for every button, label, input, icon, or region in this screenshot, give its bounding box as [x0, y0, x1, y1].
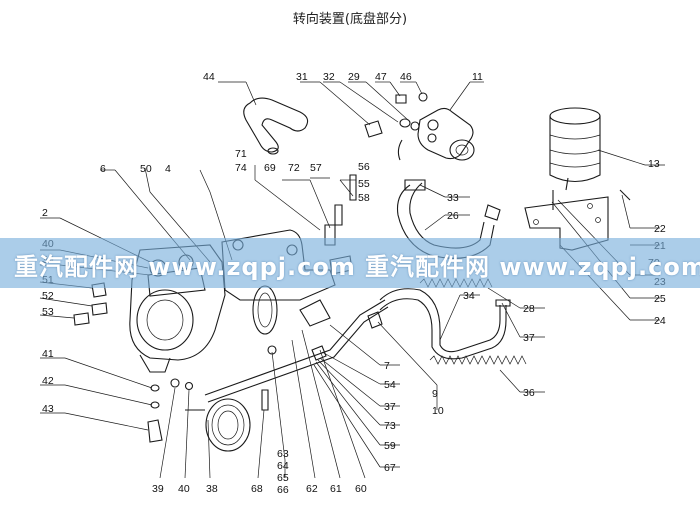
part-label: 54 — [384, 379, 396, 391]
part-label: 63 — [277, 448, 289, 460]
page-title: 转向装置(底盘部分) — [292, 12, 408, 27]
part-label: 32 — [323, 71, 335, 83]
part-label: 56 — [358, 161, 370, 173]
reservoir-13 — [549, 107, 601, 191]
part-label: 61 — [330, 483, 342, 495]
part-label: 47 — [375, 71, 387, 83]
part-label: 43 — [42, 403, 54, 415]
watermark-text-right: 重汽配件网 www.zqpj.com — [365, 253, 700, 281]
part-label: 58 — [358, 192, 370, 204]
part-label: 29 — [348, 71, 360, 83]
part-label: 25 — [654, 293, 666, 305]
part-label: 2 — [42, 207, 48, 219]
part-label: 22 — [654, 223, 666, 235]
part-label: 50 — [140, 163, 152, 175]
part-label: 46 — [400, 71, 412, 83]
part-label: 37 — [384, 401, 396, 413]
part-label: 67 — [384, 462, 396, 474]
part-label: 36 — [523, 387, 535, 399]
part-label: 7 — [384, 360, 390, 372]
part-label: 65 — [277, 472, 289, 484]
part-label: 37 — [523, 332, 535, 344]
fittings-lower — [147, 378, 269, 443]
steering-pump-11 — [364, 92, 475, 161]
part-label: 71 — [235, 148, 247, 160]
part-label: 33 — [447, 192, 459, 204]
part-label: 31 — [296, 71, 308, 83]
pipe-34 — [379, 288, 511, 360]
part-label: 10 — [432, 405, 444, 417]
part-label: 60 — [355, 483, 367, 495]
watermark-banner — [0, 238, 700, 288]
part-label: 69 — [264, 162, 276, 174]
tube-assembly — [204, 299, 389, 403]
part-label: 64 — [277, 460, 289, 472]
part-label: 66 — [277, 484, 289, 496]
part-label: 57 — [310, 162, 322, 174]
hose-44 — [243, 97, 309, 155]
part-label: 52 — [42, 290, 54, 302]
part-label: 55 — [358, 178, 370, 190]
part-label: 34 — [463, 290, 475, 302]
part-label: 9 — [432, 388, 438, 400]
part-label: 62 — [306, 483, 318, 495]
part-label: 13 — [648, 158, 660, 170]
part-label: 59 — [384, 440, 396, 452]
part-label: 38 — [206, 483, 218, 495]
part-label: 72 — [288, 162, 300, 174]
part-label: 24 — [654, 315, 666, 327]
part-label: 40 — [178, 483, 190, 495]
coil-hose-38 — [185, 285, 278, 452]
part-label: 11 — [472, 71, 483, 83]
part-label: 53 — [42, 306, 54, 318]
part-label: 4 — [165, 163, 171, 175]
part-label: 41 — [42, 348, 54, 360]
part-label: 44 — [203, 71, 215, 83]
part-label: 73 — [384, 420, 396, 432]
part-label: 68 — [251, 483, 263, 495]
part-label: 74 — [235, 162, 247, 174]
part-label: 6 — [100, 163, 106, 175]
part-label: 28 — [523, 303, 535, 315]
part-label: 39 — [152, 483, 164, 495]
small-parts-upper — [324, 174, 357, 246]
part-label: 42 — [42, 375, 54, 387]
watermark-text-left: 重汽配件网 www.zqpj.com — [14, 253, 356, 281]
part-label: 26 — [447, 210, 459, 222]
